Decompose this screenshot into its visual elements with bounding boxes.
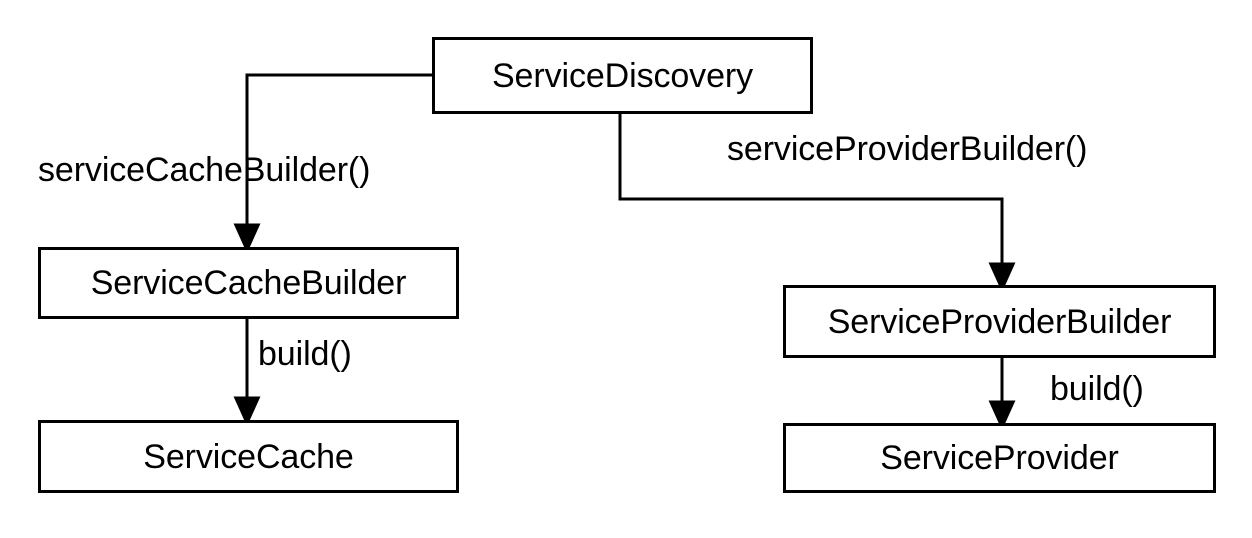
node-service-provider-label: ServiceProvider xyxy=(880,439,1119,477)
edge-service-discovery-to-service-cache-builder xyxy=(233,73,432,254)
node-service-cache-builder-label: ServiceCacheBuilder xyxy=(90,264,407,302)
node-service-provider-builder[interactable]: ServiceProviderBuilder xyxy=(783,285,1216,358)
edge-label-build-provider: build() xyxy=(1050,370,1144,408)
node-service-cache-label: ServiceCache xyxy=(143,437,354,476)
edge-label-build-cache: build() xyxy=(258,335,352,373)
edge-label-service-cache-builder: serviceCacheBuilder() xyxy=(38,151,371,189)
edge-service-discovery-to-service-provider-builder xyxy=(618,114,1016,293)
node-service-discovery[interactable]: ServiceDiscovery xyxy=(432,37,813,114)
node-service-provider-builder-label: ServiceProviderBuilder xyxy=(827,302,1172,341)
node-service-cache[interactable]: ServiceCache xyxy=(38,420,459,493)
edge-label-service-provider-builder: serviceProviderBuilder() xyxy=(727,130,1088,168)
node-service-provider[interactable]: ServiceProvider xyxy=(783,423,1216,493)
node-service-discovery-label: ServiceDiscovery xyxy=(491,56,754,95)
node-service-cache-builder[interactable]: ServiceCacheBuilder xyxy=(38,247,459,319)
